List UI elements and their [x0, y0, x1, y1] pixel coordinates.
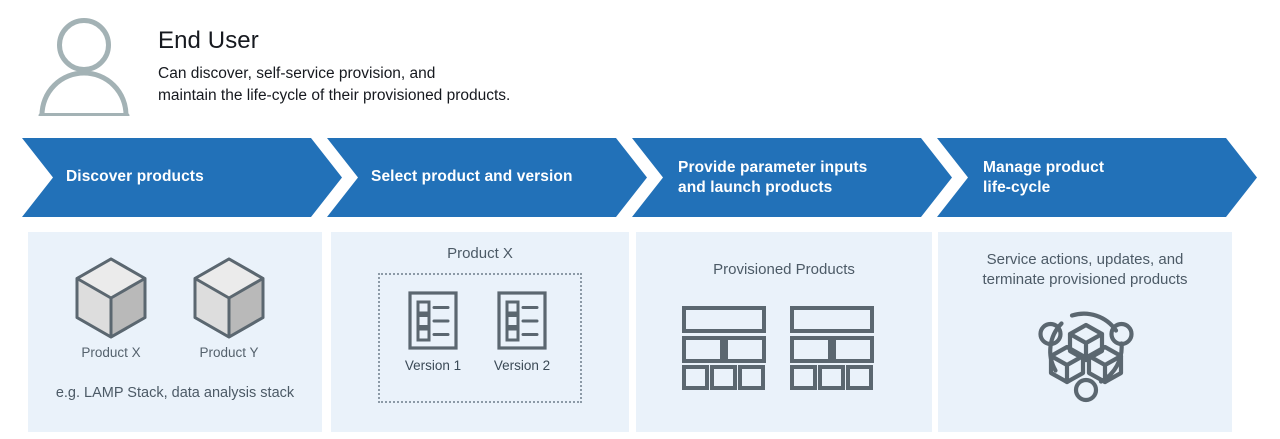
flow-step-label: Provide parameter inputs and launch prod… [678, 159, 868, 197]
provisioned-products-panel: Provisioned Products [636, 232, 932, 432]
panel-heading: Service actions, updates, and terminate … [982, 251, 1188, 289]
flow-step-manage-product-life-cycle[interactable]: Manage product life-cycle [937, 138, 1257, 217]
user-avatar-icon [36, 16, 132, 118]
stack-blocks-icon [790, 306, 874, 395]
stack-blocks-icon [682, 306, 766, 395]
panel-caption: e.g. LAMP Stack, data analysis stack [55, 385, 295, 401]
version-label: Version 1 [404, 358, 462, 373]
version-list-icon [497, 291, 547, 355]
panel-heading: Provisioned Products [713, 261, 855, 278]
persona-text: End User Can discover, self-service prov… [158, 27, 511, 107]
flow-step-provide-parameter-inputs[interactable]: Provide parameter inputs and launch prod… [632, 138, 952, 217]
cube-icon [191, 256, 267, 345]
persona-block: End User Can discover, self-service prov… [28, 10, 928, 120]
version-list-icon [408, 291, 458, 355]
persona-description: Can discover, self-service provision, an… [158, 65, 511, 105]
version-label: Version 2 [493, 358, 551, 373]
cube-icon [73, 256, 149, 345]
persona-title: End User [158, 27, 259, 54]
discover-products-panel: Product X Product Y e.g. LAMP Stack, dat… [28, 232, 322, 432]
select-product-version-panel: Product X Version 1 [331, 232, 629, 432]
service-catalog-cubes-icon [1031, 298, 1141, 413]
version-group-dashed-border [378, 273, 582, 403]
panel-heading: Product X [447, 245, 513, 262]
product-label: Product Y [199, 345, 259, 360]
flow-step-discover-products[interactable]: Discover products [22, 138, 342, 217]
flow-step-select-product-and-version[interactable]: Select product and version [327, 138, 647, 217]
flow-step-label: Discover products [66, 168, 204, 185]
process-flow-band: Discover products Select product and ver… [0, 138, 1280, 217]
flow-step-label: Select product and version [371, 168, 573, 185]
flow-step-label: Manage product life-cycle [983, 159, 1105, 197]
manage-life-cycle-panel: Service actions, updates, and terminate … [938, 232, 1232, 432]
product-label: Product X [81, 345, 141, 360]
